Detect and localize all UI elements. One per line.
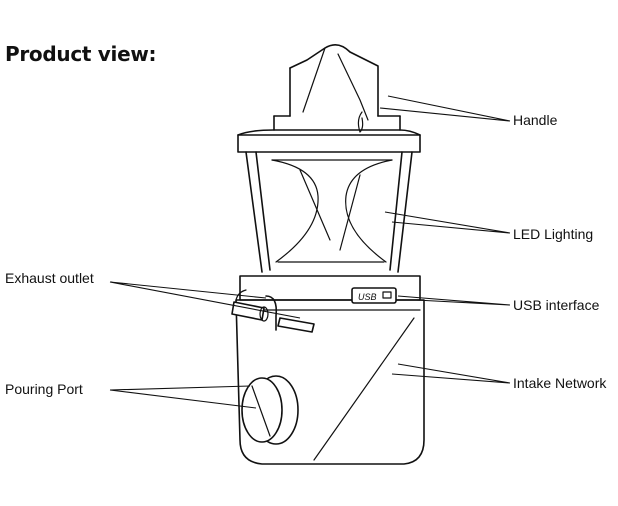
led-lighting-drawing: [271, 159, 393, 263]
exhaust-outlet-label: Exhaust outlet: [5, 270, 94, 286]
pouring-port-label: Pouring Port: [5, 381, 83, 397]
page-title: Product view:: [5, 42, 157, 66]
exhaust-outlet-leader: [109, 281, 301, 319]
intake-network-leader: [391, 363, 511, 384]
leader-lines: [109, 95, 511, 409]
handle-drawing: [273, 44, 401, 133]
pouring-port-leader: [109, 385, 257, 409]
usb-interface-leader: [397, 295, 511, 306]
usb-interface-label: USB interface: [513, 297, 600, 313]
usb-badge-text: USB: [358, 292, 377, 302]
led-lighting-leader: [384, 211, 511, 234]
led-lighting-label: LED Lighting: [513, 226, 594, 242]
handle-leader: [379, 95, 511, 122]
pouring-port-drawing: [241, 375, 299, 445]
intake-network-label: Intake Network: [513, 375, 607, 391]
lamp-head: [237, 129, 421, 273]
exhaust-outlet-drawing: [231, 295, 315, 333]
handle-label: Handle: [513, 112, 558, 128]
usb-badge: USB: [351, 287, 397, 304]
base-body: [235, 275, 425, 465]
